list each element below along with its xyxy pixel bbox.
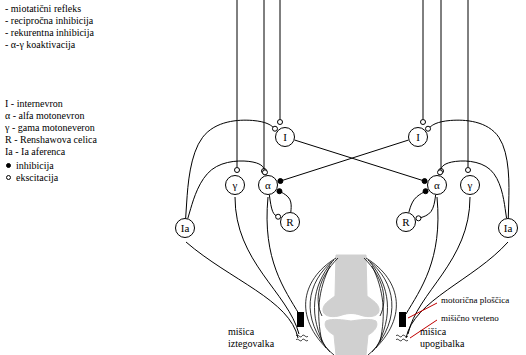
axon-line — [428, 120, 509, 218]
label-text: R - Renshawova celica — [5, 134, 97, 145]
synaptic-connection — [277, 189, 291, 212]
neuron-circle: γ — [225, 175, 245, 195]
axon-line — [418, 195, 435, 218]
motor-plate — [399, 312, 406, 327]
legend-swatch — [6, 163, 11, 168]
neuron-label: I — [283, 132, 287, 143]
synapse — [466, 168, 471, 173]
part-label: mišica iztegovalka — [228, 326, 286, 349]
axon-line — [440, 161, 507, 218]
neuron-circle: α — [258, 175, 278, 195]
axon-line — [295, 140, 425, 181]
descending-wire — [468, 0, 469, 167]
descending-wire — [441, 0, 442, 168]
synapse-ending — [278, 179, 283, 184]
neuron-label: γ — [468, 180, 473, 191]
neuron-circle: I — [408, 127, 428, 147]
axon-line — [280, 140, 408, 181]
topic-item: - miotatični refleks — [5, 3, 81, 15]
tibia — [325, 319, 377, 355]
key-item: α - alfa motonevron — [5, 110, 84, 122]
synapse-ending — [416, 216, 421, 221]
label-text: motorična ploščica — [441, 295, 509, 305]
legend-item: ekscitacija — [16, 172, 58, 184]
label-text: I - internevron — [5, 98, 63, 109]
ia-fibre — [406, 242, 508, 338]
neuron-label: R — [402, 217, 409, 228]
alpha-fibre — [267, 197, 299, 314]
label-text: - rekurentna inhibicija — [5, 27, 94, 38]
key-item: γ - gama motoneveron — [5, 122, 95, 134]
label-text: α - alfa motonevron — [5, 110, 84, 121]
axon-line — [279, 191, 291, 212]
neuron-circle: α — [427, 175, 447, 195]
synaptic-connection — [295, 140, 428, 184]
key-item: R - Renshawova celica — [5, 134, 97, 146]
label-text: - miotatični refleks — [5, 3, 81, 14]
legend-text: ekscitacija — [16, 172, 58, 183]
neuron-label: γ — [233, 180, 238, 191]
neuron-circle: Ia — [498, 218, 518, 238]
femur — [323, 255, 379, 317]
synaptic-connection — [416, 195, 436, 221]
descending-wire — [237, 0, 238, 167]
part-label: mišica upogibalka — [420, 326, 480, 349]
key-item: I - internevron — [5, 98, 63, 110]
neuron-circle: Ia — [175, 218, 195, 238]
label-text: γ - gama motoneveron — [5, 122, 95, 133]
label-text: - α-γ koaktivacija — [5, 39, 75, 50]
legend-swatch — [6, 175, 11, 180]
topic-item: - α-γ koaktivacija — [5, 39, 75, 51]
synaptic-connection — [409, 189, 428, 213]
topic-item: - recipročna inhibicija — [5, 15, 93, 27]
synapse — [421, 120, 426, 125]
axon-line — [188, 161, 265, 218]
neuron-label: α — [265, 180, 271, 191]
synaptic-connection — [186, 120, 278, 218]
synaptic-connection — [426, 120, 509, 218]
synapse — [278, 120, 283, 125]
label-text: - recipročna inhibicija — [5, 15, 93, 26]
motor-plate — [297, 312, 304, 327]
label-text: mišica iztegovalka — [228, 326, 274, 349]
descending-wire — [423, 0, 424, 119]
neuron-label: R — [286, 217, 293, 228]
part-label: mišično vreteno — [441, 313, 499, 323]
synaptic-connection — [438, 161, 507, 218]
axon-line — [409, 191, 426, 212]
legend-item: inhibicija — [16, 160, 54, 172]
neuron-label: Ia — [504, 223, 513, 234]
synapse — [235, 168, 240, 173]
neuron-label: α — [434, 180, 440, 191]
descending-wire — [280, 0, 281, 119]
ia-fibre — [186, 242, 298, 338]
legend-text: inhibicija — [16, 160, 54, 171]
neuron-label: Ia — [181, 223, 190, 234]
synapse-ending — [277, 189, 282, 194]
synaptic-connection — [188, 161, 268, 218]
label-text: mišica upogibalka — [420, 326, 464, 349]
neuron-circle: R — [280, 212, 300, 232]
synaptic-connection — [269, 195, 280, 219]
muscle-fibres — [306, 258, 397, 355]
key-item: Ia - Ia aferenca — [5, 146, 65, 158]
topic-item: - rekurentna inhibicija — [5, 27, 94, 39]
neuron-circle: I — [275, 127, 295, 147]
axon-line — [269, 195, 278, 217]
neuron-circle: γ — [460, 175, 480, 195]
neuron-circle: R — [396, 212, 416, 232]
axon-line — [186, 120, 275, 218]
neuron-label: I — [416, 132, 420, 143]
leader-line — [408, 303, 437, 318]
descending-wire — [264, 0, 265, 168]
part-label: motorična ploščica — [441, 295, 509, 305]
gamma-fibre — [235, 197, 299, 334]
label-text: Ia - Ia aferenca — [5, 146, 65, 157]
label-text: mišično vreteno — [441, 313, 499, 323]
synaptic-connection — [278, 140, 409, 183]
